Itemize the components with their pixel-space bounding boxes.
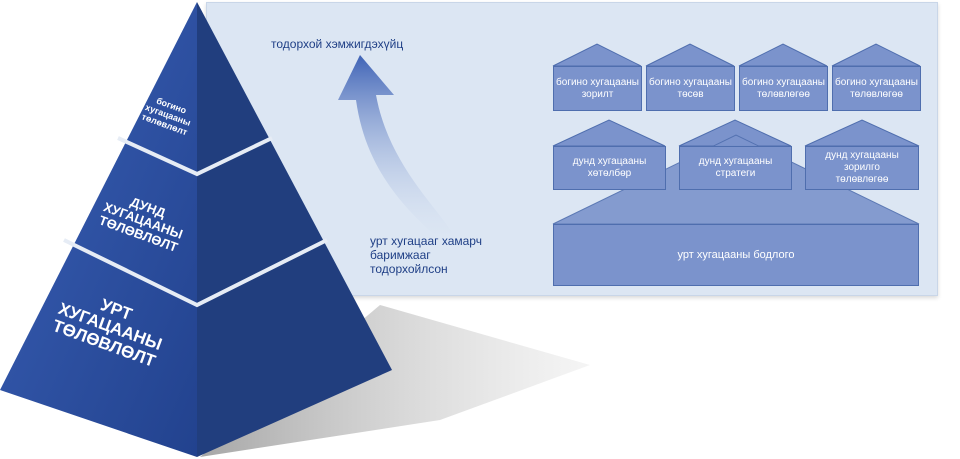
arrow-bottom-line-3: тодорхойлсон	[370, 262, 448, 276]
arrow-bottom-line-1: урт хугацааг хамарч	[370, 234, 482, 248]
arrow-bottom-label: урт хугацааг хамарч баримжааг тодорхойлс…	[370, 234, 482, 276]
long-term-box: урт хугацааны бодлого	[553, 224, 919, 286]
long-term-box-text: урт хугацааны бодлого	[677, 249, 795, 261]
arrow-top-label: тодорхой хэмжигдэхүйц	[271, 37, 404, 51]
arrow-bottom-line-2: баримжааг	[370, 248, 431, 262]
